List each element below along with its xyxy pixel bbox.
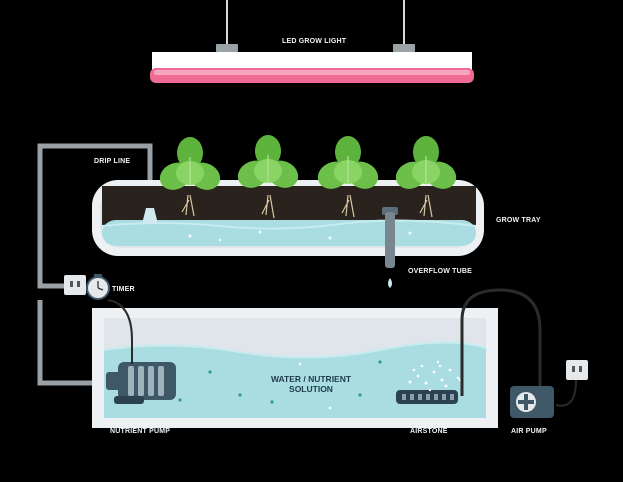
airstone	[396, 360, 460, 404]
label-led-grow-light: LED GROW LIGHT	[282, 38, 347, 45]
label-timer: TIMER	[112, 286, 135, 293]
grow-tray	[92, 180, 484, 256]
air-pump	[510, 386, 554, 418]
label-grow-tray: GROW TRAY	[496, 217, 541, 224]
air-line	[460, 288, 542, 396]
label-nutrient-pump: NUTRIENT PUMP	[110, 428, 171, 435]
lettuce-plants	[159, 135, 457, 190]
label-air-pump: AIR PUMP	[511, 428, 547, 435]
pump-return-pipe	[37, 300, 112, 386]
label-water-solution-line2: SOLUTION	[289, 384, 333, 394]
led-grow-light	[150, 52, 474, 83]
reservoir	[92, 308, 498, 428]
label-water-solution: WATER / NUTRIENT SOLUTION	[256, 374, 366, 394]
plant-roots	[181, 194, 433, 219]
drip-line-pipe	[37, 143, 153, 289]
label-drip-line: DRIP LINE	[94, 158, 131, 165]
timer-device	[64, 274, 133, 364]
label-water-solution-line1: WATER / NUTRIENT	[270, 374, 352, 384]
label-airstone: AIRSTONE	[410, 428, 448, 435]
label-overflow-tube: OVERFLOW TUBE	[408, 268, 473, 275]
drip-emitter	[142, 208, 158, 224]
light-hangers	[216, 0, 415, 52]
nutrient-pump	[106, 362, 176, 404]
air-pump-outlet	[555, 360, 588, 407]
